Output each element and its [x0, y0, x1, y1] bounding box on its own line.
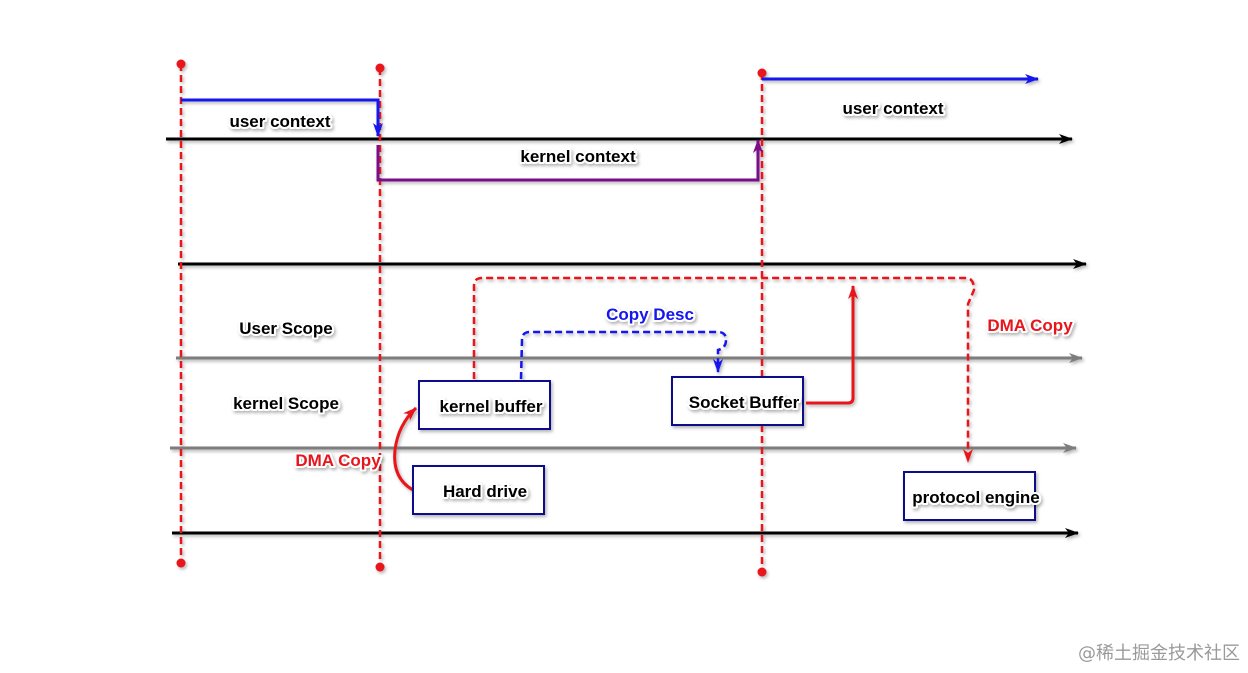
timeline-marker-1-bottom-dot [176, 558, 186, 568]
kernel-context-arrow [376, 139, 763, 182]
dma-copy-left-label: DMA Copy [295, 451, 381, 470]
socket-buffer-label: Socket Buffer [689, 393, 800, 412]
kernel-buffer-label: kernel buffer [440, 397, 543, 416]
kernel-scope-label: kernel Scope [233, 394, 339, 413]
timeline-marker-3-bottom-dot [757, 567, 767, 577]
hard-drive-to-kernel-buffer-arrow [393, 406, 418, 492]
watermark: @稀土掘金技术社区 [1078, 643, 1240, 664]
hard-drive-box [412, 465, 545, 515]
timeline-marker-2-top-dot [375, 63, 385, 73]
user-context-left-label: user context [229, 112, 330, 131]
protocol-engine-label: protocol engine [912, 488, 1040, 507]
timeline-marker-1-top-dot [176, 59, 186, 69]
socket-buffer-up-arrow [806, 285, 858, 405]
socket-buffer-box [671, 376, 804, 426]
hard-drive-label: Hard drive [443, 482, 527, 501]
timeline-marker-2-bottom-dot [375, 562, 385, 572]
kernel-buffer-box [418, 380, 551, 430]
user-context-left-arrow [181, 98, 383, 137]
kernel-context-label: kernel context [520, 147, 636, 166]
dma-copy-to-protocol-engine-path [472, 276, 976, 463]
protocol-engine-box [903, 471, 1036, 521]
timeline-marker-3-top-dot [757, 68, 767, 78]
dma-copy-right-label: DMA Copy [987, 316, 1073, 335]
user-context-right-label: user context [842, 99, 943, 118]
copy-desc-label: Copy Desc [606, 305, 694, 324]
user-scope-label: User Scope [239, 319, 333, 338]
copy-desc-path [519, 330, 728, 380]
